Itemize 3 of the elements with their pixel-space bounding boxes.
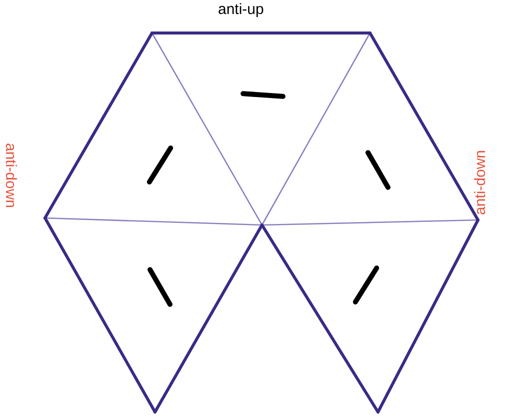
side-label: anti-up <box>218 2 264 17</box>
side-label: anti-down <box>3 142 18 208</box>
side-label: anti-down <box>473 150 488 216</box>
